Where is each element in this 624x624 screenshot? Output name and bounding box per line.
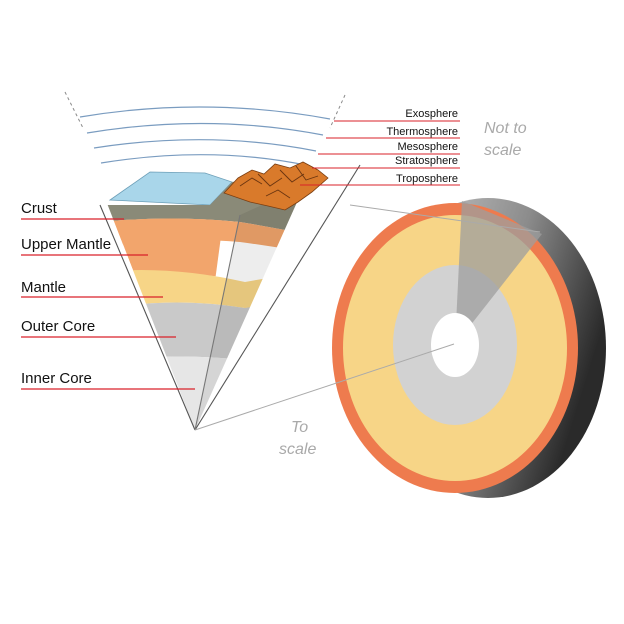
mountain-range	[223, 161, 329, 211]
scale-notes: Not to scale To scale	[279, 120, 527, 458]
label-mantle: Mantle	[21, 279, 66, 296]
label-troposphere: Troposphere	[396, 173, 458, 185]
arc-mesosphere	[93, 139, 317, 152]
label-thermosphere: Thermosphere	[386, 126, 458, 138]
atmosphere-labels: Exosphere Thermosphere Mesosphere Strato…	[300, 108, 460, 186]
cone-outline	[99, 164, 361, 431]
note-to-scale-line2: scale	[279, 441, 316, 458]
label-exosphere: Exosphere	[405, 108, 458, 120]
note-not-to-scale-line1: Not to	[484, 120, 527, 137]
earth-sphere-section	[332, 198, 606, 498]
label-upper-mantle: Upper Mantle	[21, 236, 111, 253]
arc-exosphere	[79, 106, 331, 120]
cone-extension-left	[64, 91, 84, 129]
sphere-inner-core	[431, 313, 479, 377]
mountain-ridges	[239, 165, 319, 199]
atmosphere-arcs	[79, 106, 331, 167]
note-to-scale-line1: To	[291, 419, 308, 436]
label-inner-core: Inner Core	[21, 370, 92, 387]
sphere-wedge-highlight	[455, 201, 542, 345]
cone-section	[100, 160, 345, 430]
layer-upper-mantle-front	[100, 218, 240, 280]
label-stratosphere: Stratosphere	[395, 155, 458, 167]
layer-labels: Crust Upper Mantle Mantle Outer Core Inn…	[21, 200, 195, 390]
guide-line-top	[349, 204, 541, 233]
arc-thermosphere	[86, 122, 324, 136]
note-not-to-scale-line2: scale	[484, 142, 521, 159]
label-mesosphere: Mesosphere	[397, 141, 458, 153]
guide-line-bottom	[194, 343, 455, 431]
ocean-surface	[108, 171, 233, 206]
cone-extension-right	[329, 94, 346, 129]
label-outer-core: Outer Core	[21, 318, 95, 335]
label-crust: Crust	[21, 200, 58, 217]
arc-stratosphere	[100, 154, 311, 167]
